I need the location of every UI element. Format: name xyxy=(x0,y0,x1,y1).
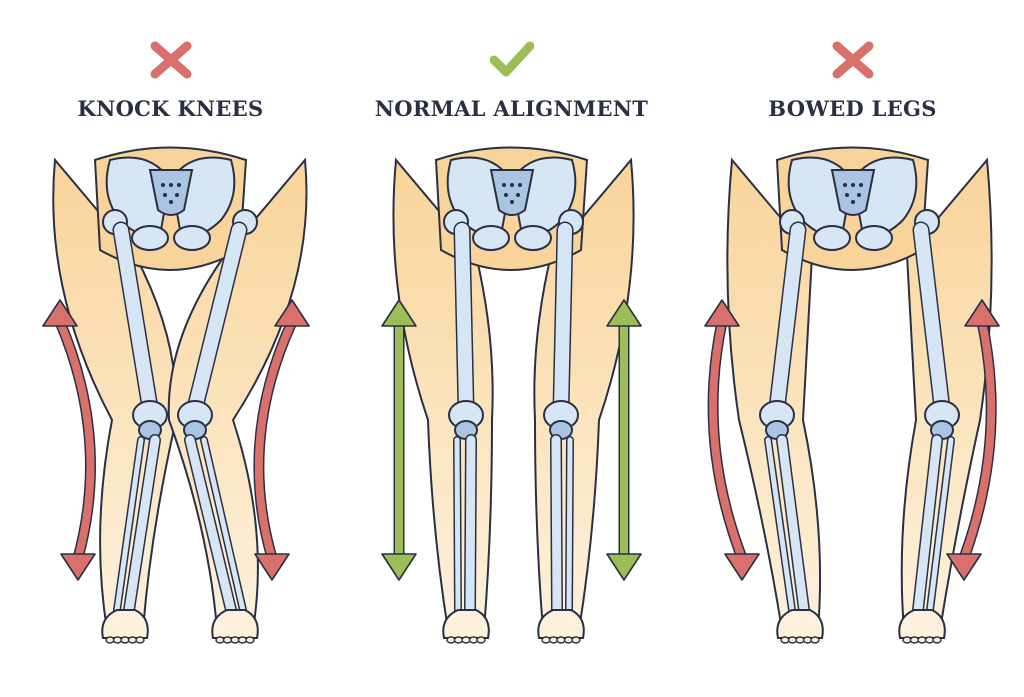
foot xyxy=(442,609,490,639)
femur xyxy=(914,223,949,415)
sacrum xyxy=(830,169,876,216)
toe xyxy=(548,636,559,644)
panel-title: NORMAL ALIGNMENT xyxy=(374,96,649,121)
panel-knock-knees: KNOCK KNEES xyxy=(0,0,341,697)
toe xyxy=(468,636,479,644)
toe xyxy=(571,636,581,644)
tibia xyxy=(551,435,562,615)
legs-illustration xyxy=(42,146,310,644)
check-stroke xyxy=(489,41,534,77)
alignment-arrow xyxy=(253,299,310,581)
fibula xyxy=(927,437,954,613)
cross-stroke xyxy=(832,41,873,79)
alignment-arrow xyxy=(946,299,1000,581)
toe xyxy=(810,636,820,644)
tibia xyxy=(777,435,809,615)
right-leg-bones xyxy=(101,209,168,644)
pubis-left xyxy=(514,225,552,251)
pelvis-bone xyxy=(787,156,918,251)
alignment-arrow xyxy=(606,299,642,581)
left-leg-bones xyxy=(537,209,585,644)
panel-title: BOWED LEGS xyxy=(768,96,937,121)
legs-illustration xyxy=(381,146,642,644)
foot xyxy=(211,609,259,639)
toe xyxy=(780,636,790,644)
tibia xyxy=(185,435,236,615)
femur xyxy=(455,223,473,415)
toe xyxy=(476,636,486,644)
panel-title: KNOCK KNEES xyxy=(77,96,264,121)
pubis-right xyxy=(472,225,510,251)
femur xyxy=(554,223,572,415)
legs-illustration xyxy=(704,146,1000,644)
toe xyxy=(917,636,927,644)
check-icon xyxy=(489,41,534,77)
toe xyxy=(802,636,813,644)
toe xyxy=(563,636,574,644)
tibia xyxy=(465,435,476,615)
femur xyxy=(114,223,157,415)
toe xyxy=(924,636,935,644)
panel-normal-alignment: NORMAL ALIGNMENT xyxy=(341,0,682,697)
cross-icon xyxy=(832,41,873,79)
toe xyxy=(135,636,145,644)
cross-icon xyxy=(150,41,191,79)
tibia xyxy=(124,435,160,615)
toe xyxy=(556,636,566,644)
tibia xyxy=(913,435,942,615)
toe xyxy=(245,636,255,644)
fibula xyxy=(201,437,246,613)
panel-bowed-legs: BOWED LEGS xyxy=(682,0,1023,697)
foot xyxy=(537,609,585,639)
left-leg-bones xyxy=(898,209,960,644)
alignment-arrow xyxy=(381,299,417,581)
toe xyxy=(541,636,551,644)
alignment-arrow xyxy=(704,299,760,581)
sacrum xyxy=(148,169,194,216)
fibula xyxy=(765,437,795,613)
right-leg-bones xyxy=(442,209,490,644)
toe xyxy=(446,636,456,644)
toe xyxy=(909,636,920,644)
toe xyxy=(902,636,912,644)
alignment-arrow xyxy=(42,299,96,581)
foot xyxy=(898,609,946,639)
foot xyxy=(776,609,824,639)
pubis-right xyxy=(813,225,851,251)
fibula xyxy=(114,437,144,613)
pubis-left xyxy=(173,225,211,251)
toe xyxy=(787,636,798,644)
fibula xyxy=(454,437,461,613)
femur xyxy=(770,223,805,415)
pubis-left xyxy=(855,225,893,251)
toe xyxy=(932,636,942,644)
right-leg-bones xyxy=(759,209,824,644)
pubis-right xyxy=(131,225,169,251)
foot xyxy=(101,609,149,639)
left-leg-bones xyxy=(177,209,259,644)
femur xyxy=(188,223,246,415)
sacrum xyxy=(489,169,535,216)
toe xyxy=(795,636,805,644)
toe xyxy=(453,636,464,644)
toe xyxy=(461,636,471,644)
cross-stroke xyxy=(150,41,191,79)
fibula xyxy=(566,437,573,613)
